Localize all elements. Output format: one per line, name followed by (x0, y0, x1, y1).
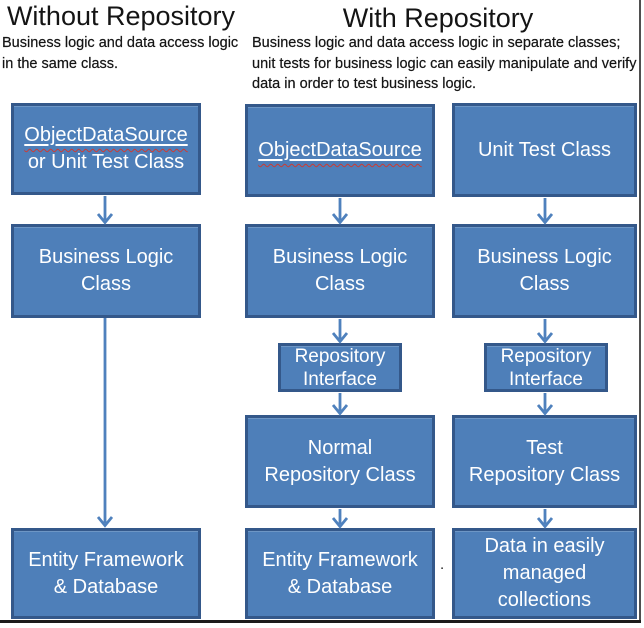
left-column-description: Business logic and data access logic in … (2, 35, 239, 72)
spellcheck-underline: ObjectDataSource (258, 139, 422, 161)
right-column-title: With Repository (342, 3, 534, 33)
frame-shadow-bottom (0, 620, 641, 623)
spellcheck-underline: ObjectDataSource (24, 124, 188, 146)
box-unit-test-class: Unit Test Class (452, 103, 637, 197)
box-repository-interface-mid: Repository Interface (278, 343, 402, 392)
arrow-mid-ods-to-bll (331, 198, 349, 225)
stray-period: . (440, 556, 445, 573)
box-entity-framework-database-mid: Entity Framework & Database (245, 528, 435, 619)
arrow-right-repo-interface-to-test-repo (536, 393, 554, 416)
arrow-mid-normal-repo-to-ef (331, 509, 349, 529)
box-business-logic-class-left: Business Logic Class (11, 224, 201, 318)
box-entity-framework-database-left: Entity Framework & Database (11, 528, 201, 619)
box-objectdatasource-or-unit-test-class: ObjectDataSource or Unit Test Class (11, 103, 201, 195)
box-business-logic-class-right: Business Logic Class (452, 224, 637, 318)
arrow-left-ods-to-bll (96, 196, 114, 225)
box-repository-interface-right: Repository Interface (484, 343, 608, 392)
arrow-right-test-repo-to-data (536, 509, 554, 529)
box-test-repository-class: Test Repository Class (452, 415, 637, 508)
box-business-logic-class-mid: Business Logic Class (245, 224, 435, 318)
box-data-in-easily-managed-collections: Data in easily managed collections (452, 528, 637, 619)
left-column-title: Without Repository (6, 1, 236, 31)
arrow-right-unittest-to-bll (536, 198, 554, 225)
box-objectdatasource-mid: ObjectDataSource (245, 104, 435, 197)
frame-shadow-right (639, 0, 641, 623)
arrow-left-bll-to-ef (96, 318, 114, 528)
arrow-mid-bll-to-repo-interface (331, 319, 349, 344)
box-normal-repository-class: Normal Repository Class (245, 415, 435, 508)
arrow-right-bll-to-repo-interface (536, 319, 554, 344)
right-column-description: Business logic and data access logic in … (252, 35, 637, 92)
arrow-mid-repo-interface-to-normal-repo (331, 393, 349, 416)
